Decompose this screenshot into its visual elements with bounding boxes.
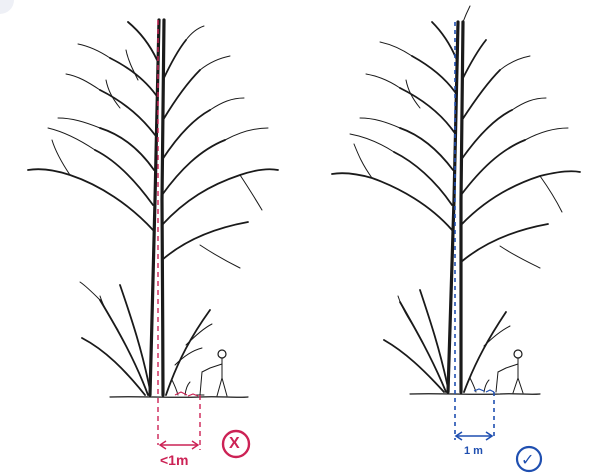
left-person xyxy=(196,350,227,396)
left-status-symbol: X xyxy=(229,435,240,453)
left-distance-label: <1m xyxy=(160,452,188,468)
right-person xyxy=(496,350,523,393)
right-distance-label: 1 m xyxy=(464,445,483,457)
right-status-symbol: ✓ xyxy=(521,450,534,470)
right-tree xyxy=(332,6,580,394)
left-tree xyxy=(28,20,278,397)
corner-decoration xyxy=(0,0,14,14)
